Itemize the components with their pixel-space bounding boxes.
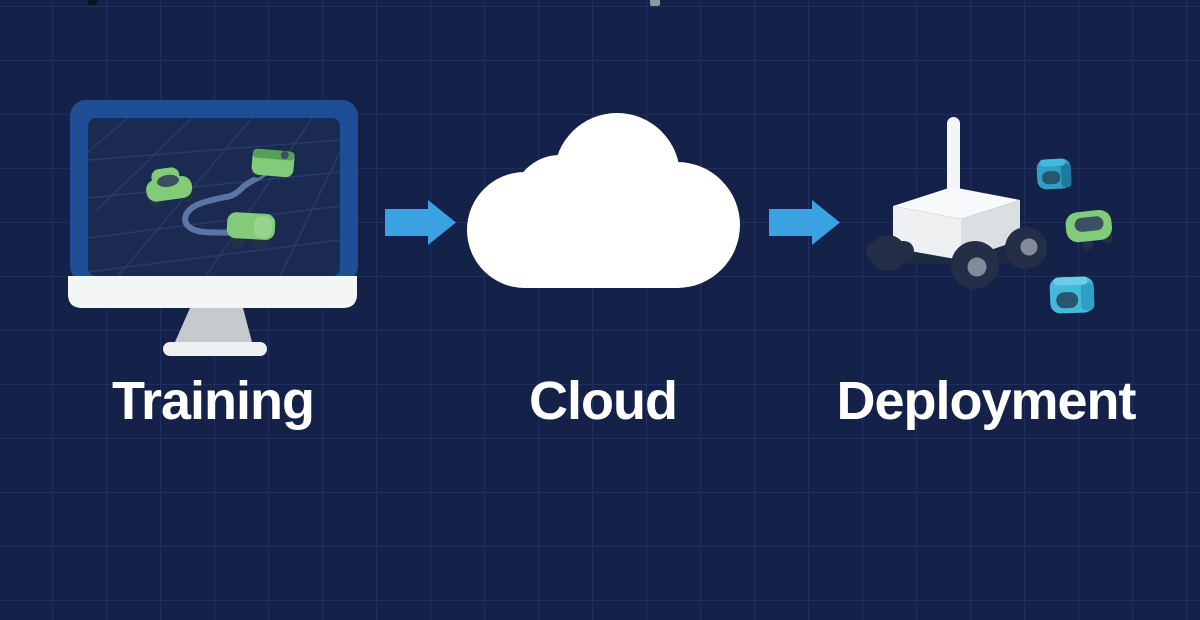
monitor-stand	[175, 308, 252, 342]
robot-rover-icon	[866, 117, 1047, 289]
green-mini-car	[1065, 209, 1113, 250]
stage-label-deployment: Deployment	[836, 371, 1136, 431]
cloud-icon	[467, 113, 740, 288]
arrow-right-icon	[769, 200, 840, 245]
cube-top-face	[1039, 158, 1066, 167]
rover-antenna	[947, 117, 960, 209]
simulation-route-path	[182, 166, 273, 236]
cropped-edge-artifact	[88, 0, 97, 5]
teal-cube-top	[1036, 158, 1072, 190]
stage-label-cloud: Cloud	[529, 371, 678, 431]
stage-label-training: Training	[111, 371, 315, 431]
sim-car-left	[146, 167, 194, 208]
sim-car-cab	[253, 216, 273, 238]
cube-window	[1056, 292, 1079, 309]
monitor-simulation-icon	[68, 100, 358, 356]
cropped-edge-artifact	[650, 0, 660, 6]
deployment-objects	[1036, 158, 1113, 314]
rover-body-top	[893, 187, 1020, 219]
cube-top-face	[1053, 276, 1088, 286]
monitor-chin	[68, 276, 357, 308]
teal-cube-bottom	[1049, 276, 1095, 314]
cube-window	[1042, 170, 1061, 185]
rover-wheel	[870, 235, 906, 271]
arrow-right-icon	[385, 200, 456, 245]
sim-car-top	[251, 148, 295, 179]
monitor-base	[163, 342, 267, 356]
simulation-scene	[88, 118, 340, 276]
sim-car-window	[280, 151, 289, 160]
cloud-body	[523, 226, 679, 288]
cube-side	[1060, 163, 1072, 188]
sim-car-bottom	[226, 212, 276, 249]
rover-wheel-hub	[1020, 238, 1038, 256]
sim-car-window	[157, 174, 179, 188]
mini-car-window	[1074, 216, 1104, 232]
cube-side	[1080, 282, 1095, 311]
rover-wheel-hub	[967, 257, 987, 277]
